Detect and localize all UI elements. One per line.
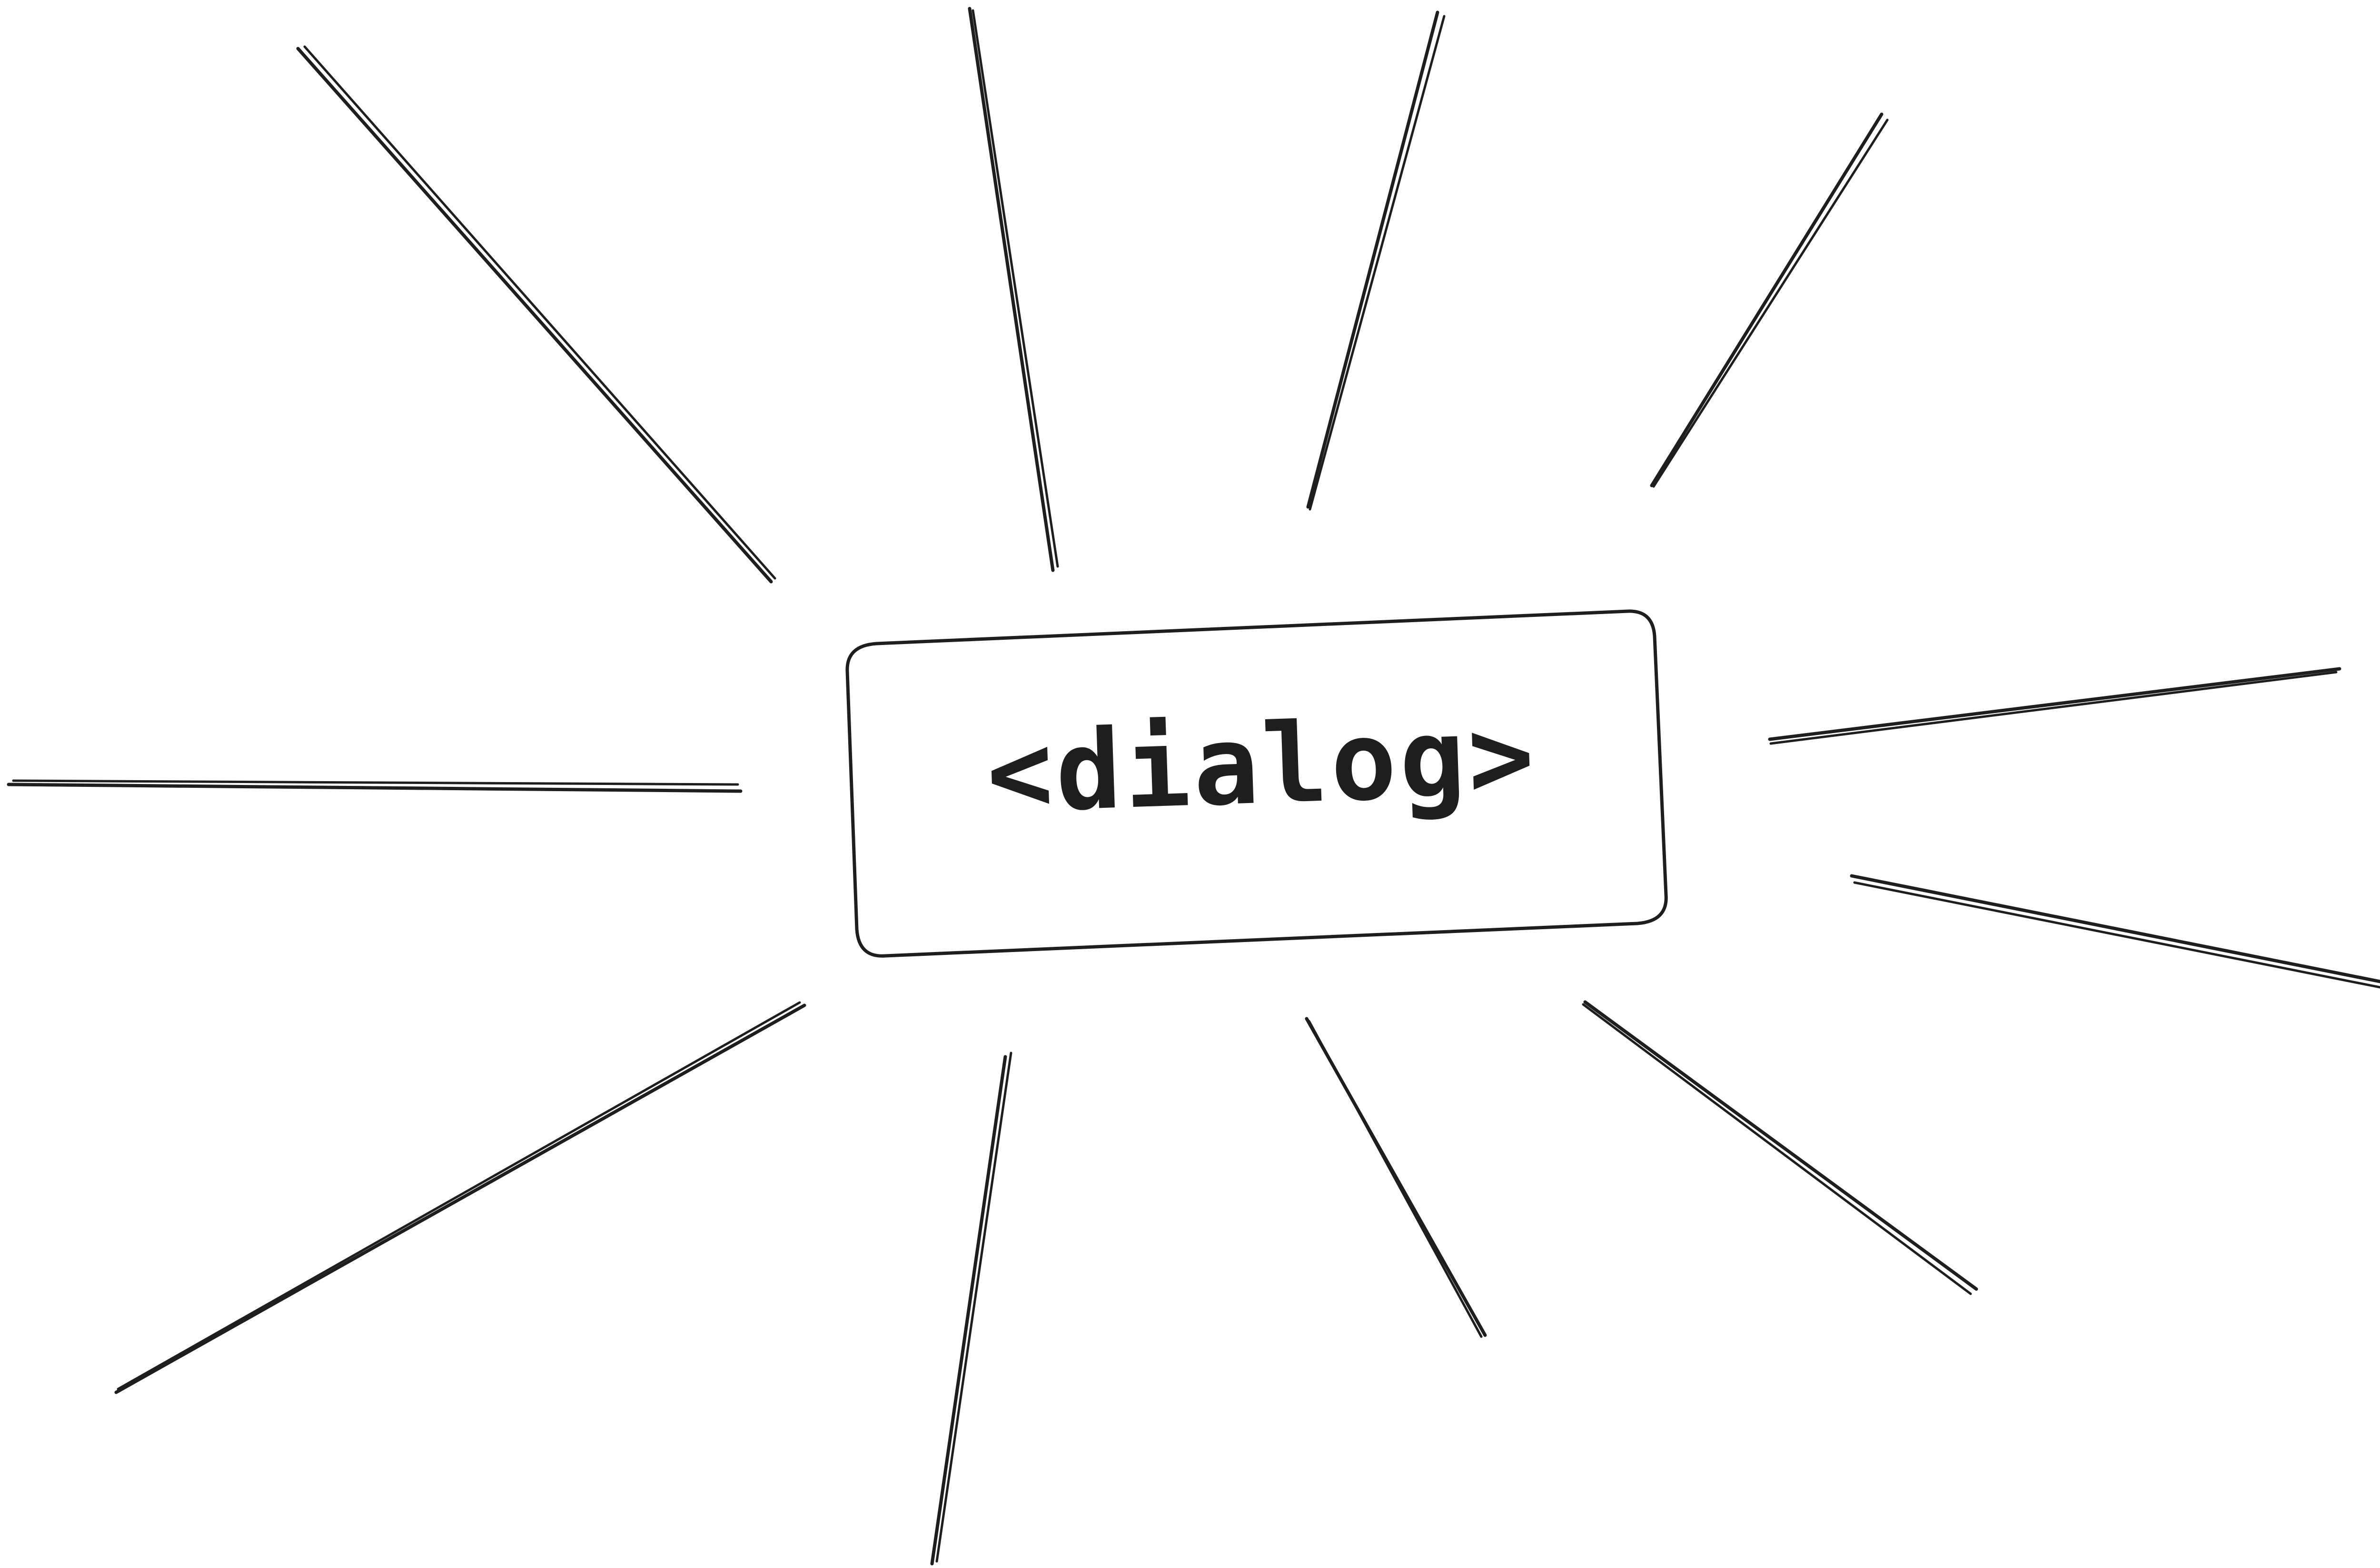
ray-bottom [930,1052,1012,1566]
ray-top-left [296,45,776,584]
ray-bottom-right-2 [1305,1017,1487,1338]
ray-top-right-1 [1306,10,1446,511]
ray-top [968,7,1059,572]
ray-top-right-2 [1650,112,1889,488]
ray-bottom-left [114,1001,806,1394]
rays-group [7,7,2380,1566]
ray-bottom-right-1 [1582,1000,1978,1295]
ray-right-upper [1768,667,2341,745]
dialog-box: <dialog> [845,609,1668,958]
ray-right-lower [1850,874,2380,989]
ray-left [7,779,743,793]
dialog-label: <dialog> [985,693,1539,838]
